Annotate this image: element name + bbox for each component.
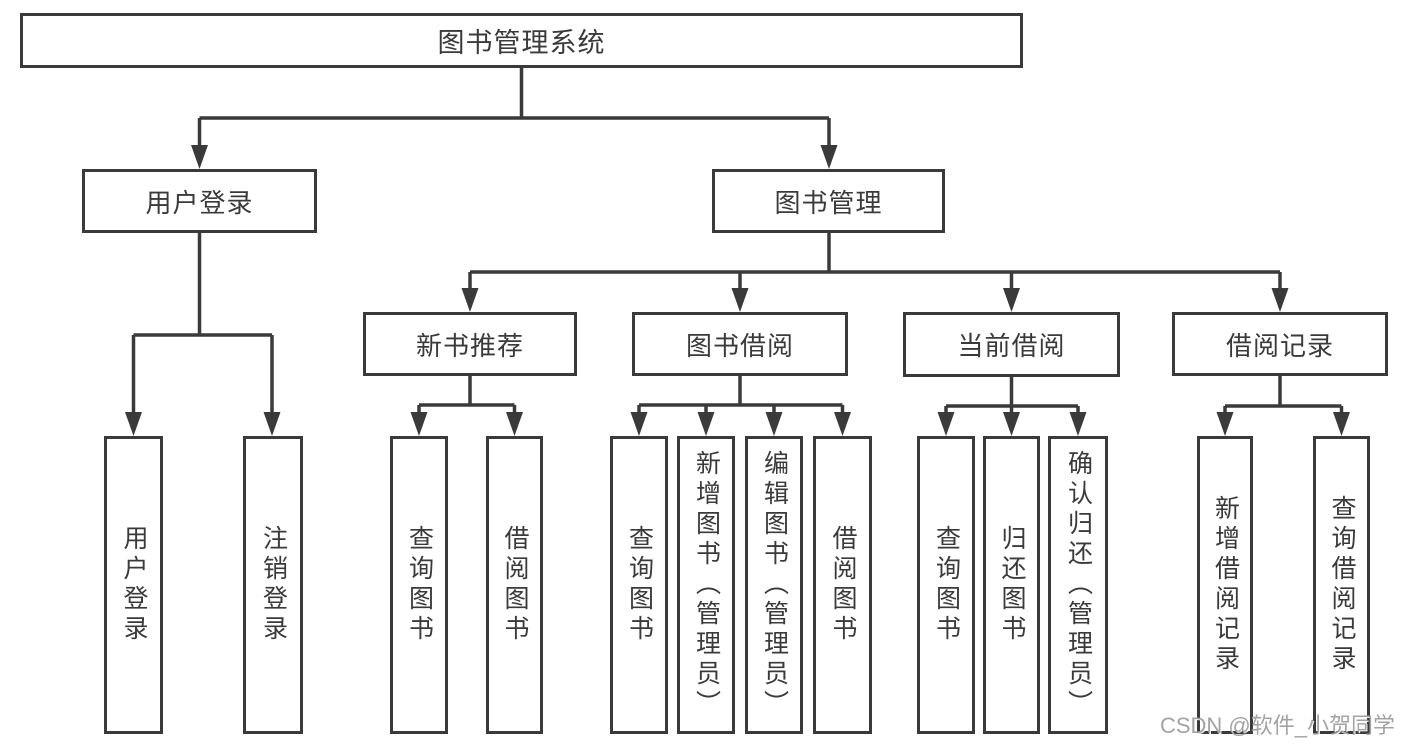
leaf-add-borrow-record-label: 新增借阅记录 [1211,495,1240,675]
leaf-query-book-2-label: 查询图书 [625,525,654,645]
leaf-query-book-2: 查询图书 [610,436,668,734]
leaf-return-book: 归还图书 [983,436,1040,734]
leaf-add-book-admin: 新增图书（管理员） [677,436,735,734]
csdn-watermark: CSDN @软件_小贺同学 [1159,713,1395,738]
node-book-borrow: 图书借阅 [632,312,848,376]
leaf-user-login-label: 用户登录 [120,525,148,645]
leaf-add-book-admin-label: 新增图书（管理员） [692,450,721,720]
leaf-query-book-1-label: 查询图书 [405,525,434,645]
leaf-query-borrow-record-label: 查询借阅记录 [1328,495,1356,675]
leaf-borrow-book-2: 借阅图书 [813,436,872,734]
leaf-query-book-1: 查询图书 [390,436,448,734]
leaf-query-borrow-record: 查询借阅记录 [1313,436,1370,734]
leaf-user-login: 用户登录 [104,436,163,734]
leaf-borrow-book-1-label: 借阅图书 [501,525,529,645]
node-new-book-recommend: 新书推荐 [363,312,577,376]
leaf-logout: 注销登录 [243,436,303,734]
leaf-edit-book-admin-label: 编辑图书（管理员） [760,450,789,720]
leaf-confirm-return-admin: 确认归还（管理员） [1048,436,1108,734]
node-root: 图书管理系统 [20,13,1023,68]
node-book-management: 图书管理 [712,169,945,233]
leaf-query-book-3: 查询图书 [917,436,975,734]
leaf-borrow-book-2-label: 借阅图书 [829,525,857,645]
leaf-query-book-3-label: 查询图书 [932,525,961,645]
leaf-return-book-label: 归还图书 [998,525,1026,645]
node-borrow-record: 借阅记录 [1172,312,1388,376]
leaf-edit-book-admin: 编辑图书（管理员） [745,436,803,734]
leaf-add-borrow-record: 新增借阅记录 [1197,436,1253,734]
node-user-login: 用户登录 [82,169,317,233]
node-current-borrow: 当前借阅 [903,312,1120,377]
leaf-confirm-return-admin-label: 确认归还（管理员） [1064,450,1093,720]
leaf-logout-label: 注销登录 [259,525,288,645]
leaf-borrow-book-1: 借阅图书 [486,436,543,734]
